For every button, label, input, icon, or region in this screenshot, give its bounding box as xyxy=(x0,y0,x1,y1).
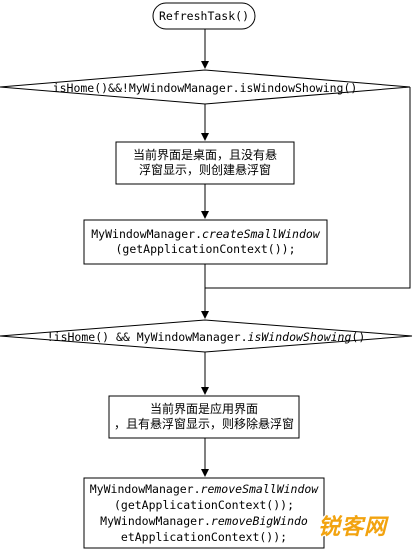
action1-label: MyWindowManager.createSmallWindow (getAp… xyxy=(84,220,327,264)
note1-line1: 当前界面是桌面，且没有悬 xyxy=(132,148,277,162)
start-terminal xyxy=(152,2,256,30)
action2-box xyxy=(83,477,325,549)
action2-line1-call: removeSmallWindow xyxy=(200,482,319,496)
action1-method: MyWindowManager. xyxy=(91,227,203,241)
decision2-suffix: () xyxy=(351,329,366,344)
decision2-call: isWindowShowing xyxy=(247,329,352,344)
action2-line3: MyWindowManager.removeBigWindo xyxy=(100,513,308,529)
action2-line2: (getApplicationContext()); xyxy=(113,498,294,512)
note1-label: 当前界面是桌面，且没有悬 浮窗显示，则创建悬浮窗 xyxy=(116,142,294,184)
action1-line1: MyWindowManager.createSmallWindow xyxy=(91,227,319,242)
decision2-label: !isHome() && MyWindowManager.isWindowSho… xyxy=(20,328,392,345)
action1-call: createSmallWindow xyxy=(202,227,320,241)
action2-line3-call: removeBigWindo xyxy=(210,514,308,528)
watermark-logo: 锐客网 xyxy=(318,515,388,540)
note2-label: 当前界面是应用界面 ，且有悬浮窗显示，则移除悬浮窗 xyxy=(109,396,299,438)
decision1-label: isHome()&&!MyWindowManager.isWindowShowi… xyxy=(52,80,358,95)
note1-line2: 浮窗显示，则创建悬浮窗 xyxy=(138,163,271,177)
action2-label: MyWindowManager.removeSmallWindow (getAp… xyxy=(84,478,324,548)
action2-line3-method: MyWindowManager. xyxy=(100,514,211,528)
action2-line1: MyWindowManager.removeSmallWindow xyxy=(90,481,318,497)
note1-box xyxy=(115,141,295,185)
note2-line2: ，且有悬浮窗显示，则移除悬浮窗 xyxy=(113,417,294,431)
decision2-prefix: !isHome() && MyWindowManager. xyxy=(46,329,248,344)
action2-line4: etApplicationContext()); xyxy=(120,530,288,544)
action1-arg: (getApplicationContext()); xyxy=(115,242,296,256)
start-label: RefreshTask() xyxy=(158,9,249,23)
action2-line1-method: MyWindowManager. xyxy=(89,482,201,496)
connector-decision1-bypass xyxy=(205,87,411,289)
note2-box xyxy=(108,395,300,439)
note2-line1: 当前界面是应用界面 xyxy=(149,402,258,416)
action1-box xyxy=(83,219,328,265)
